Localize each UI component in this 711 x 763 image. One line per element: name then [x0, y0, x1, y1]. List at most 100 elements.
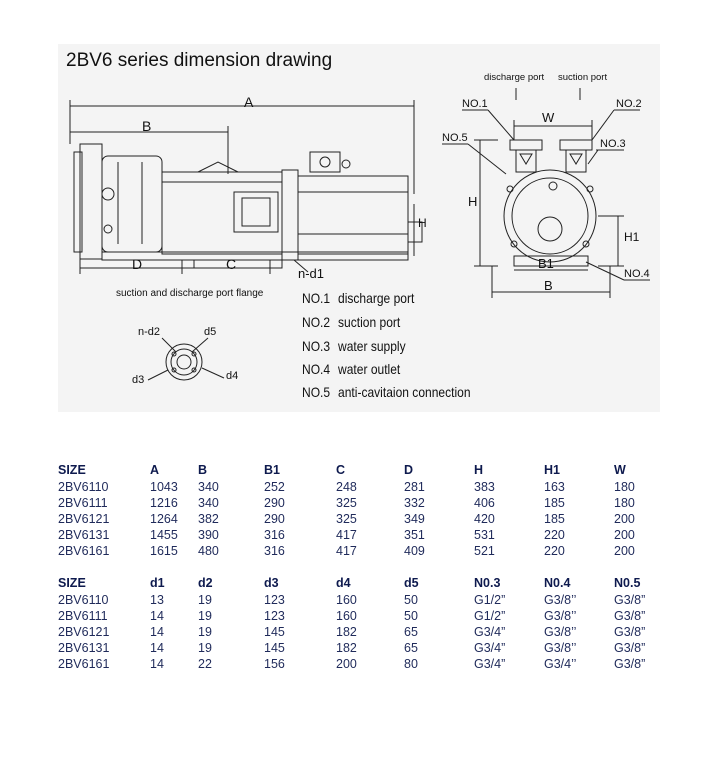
table-cell: 200 [614, 512, 635, 526]
column-header: H1 [544, 463, 560, 477]
table-cell: 14 [150, 641, 164, 655]
table-cell: 2BV6131 [58, 641, 110, 655]
column-header: H [474, 463, 484, 477]
table-cell: 14 [150, 657, 164, 671]
table-cell: 390 [198, 528, 219, 542]
tag-no1: NO.1 [462, 98, 488, 110]
column-header: B [198, 463, 208, 477]
table-cell: 14 [150, 609, 164, 623]
dim-label-h: H [468, 194, 478, 209]
table-cell: 65 [404, 625, 418, 639]
table-cell: 19 [198, 593, 212, 607]
table-cell: G3/4” [474, 641, 506, 655]
table-cell: 480 [198, 544, 219, 558]
table-cell: 2BV6131 [58, 528, 110, 542]
port-label-suction: suction port [558, 72, 608, 83]
dim-label-b-end: B [544, 278, 553, 293]
table-cell: 281 [404, 480, 425, 494]
table-cell: G3/8” [614, 609, 646, 623]
table-cell: 220 [544, 544, 565, 558]
flange-d4: d4 [226, 370, 239, 382]
table-cell: 220 [544, 528, 565, 542]
table-cell: 409 [404, 544, 425, 558]
table-cell: G3/8’’ [544, 609, 577, 623]
table-cell: G3/8” [614, 593, 646, 607]
table-cell: 290 [264, 496, 285, 510]
port-label-discharge: discharge port [484, 72, 545, 83]
table-cell: 248 [336, 480, 357, 494]
table-cell: 145 [264, 625, 285, 639]
table-cell: 1264 [150, 512, 178, 526]
table-cell: 2BV6121 [58, 625, 110, 639]
tag-no4: NO.4 [624, 268, 650, 280]
table-cell: 19 [198, 641, 212, 655]
flange-d3: d3 [132, 374, 145, 386]
table-cell: G3/4” [474, 625, 506, 639]
tag-no5: NO.5 [442, 132, 468, 144]
table-cell: 19 [198, 609, 212, 623]
table-cell: 420 [474, 512, 495, 526]
table-cell: 123 [264, 609, 285, 623]
dim-label-nd1: n-d1 [298, 266, 325, 281]
legend-item: NO.3 water supply [302, 338, 406, 354]
table-cell: 65 [404, 641, 418, 655]
table-cell: 50 [404, 609, 418, 623]
table-cell: 417 [336, 528, 357, 542]
table-cell: 200 [614, 528, 635, 542]
column-header: N0.4 [544, 576, 571, 590]
table-cell: 252 [264, 480, 285, 494]
column-header: C [336, 463, 346, 477]
table-cell: 316 [264, 528, 285, 542]
table-cell: 145 [264, 641, 285, 655]
connection-table: SIZE d1 d2 d3 d4 d5 N0.3 N0.4 N0.5 2BV61… [58, 574, 662, 672]
column-header: D [404, 463, 414, 477]
table-cell: G3/8” [614, 625, 646, 639]
flange-caption: suction and discharge port flange [116, 288, 264, 299]
table-cell: 13 [150, 593, 164, 607]
table-cell: 340 [198, 496, 219, 510]
table-cell: 1216 [150, 496, 178, 510]
column-header: d3 [264, 576, 279, 590]
table-cell: 1455 [150, 528, 178, 542]
table-header-row: SIZE d1 d2 d3 d4 d5 N0.3 N0.4 N0.5 [58, 574, 662, 592]
table-cell: G3/8” [614, 657, 646, 671]
table-cell: 332 [404, 496, 425, 510]
table-header-row: SIZE A B B1 C D H H1 W [58, 461, 662, 479]
table-cell: 50 [404, 593, 418, 607]
dim-label-h1: H1 [624, 230, 640, 244]
table-cell: 185 [544, 496, 565, 510]
table-cell: 2BV6121 [58, 512, 110, 526]
table-cell: 2BV6161 [58, 544, 110, 558]
table-cell: 160 [336, 593, 357, 607]
table-cell: 351 [404, 528, 425, 542]
tag-no2: NO.2 [616, 98, 642, 110]
flange-d5: d5 [204, 326, 217, 338]
dim-label-d: D [132, 256, 143, 272]
table-cell: G3/8’’ [544, 641, 577, 655]
table-cell: 182 [336, 641, 357, 655]
table-cell: G3/8’’ [544, 593, 577, 607]
table-cell: 325 [336, 512, 357, 526]
table-cell: 22 [198, 657, 212, 671]
table-cell: 1043 [150, 480, 178, 494]
column-header: d4 [336, 576, 351, 590]
pump-line-drawing [69, 88, 650, 381]
table-cell: 417 [336, 544, 357, 558]
dimension-drawing: 2BV6 series dimension drawing [58, 44, 660, 412]
column-header: d1 [150, 576, 165, 590]
column-header: W [614, 463, 626, 477]
table-cell: 180 [614, 480, 635, 494]
dim-label-h-side: H [418, 216, 427, 230]
table-cell: 382 [198, 512, 219, 526]
table-cell: 349 [404, 512, 425, 526]
table-cell: 200 [336, 657, 357, 671]
dim-label-a: A [244, 94, 254, 110]
table-cell: 156 [264, 657, 285, 671]
table-cell: 406 [474, 496, 495, 510]
